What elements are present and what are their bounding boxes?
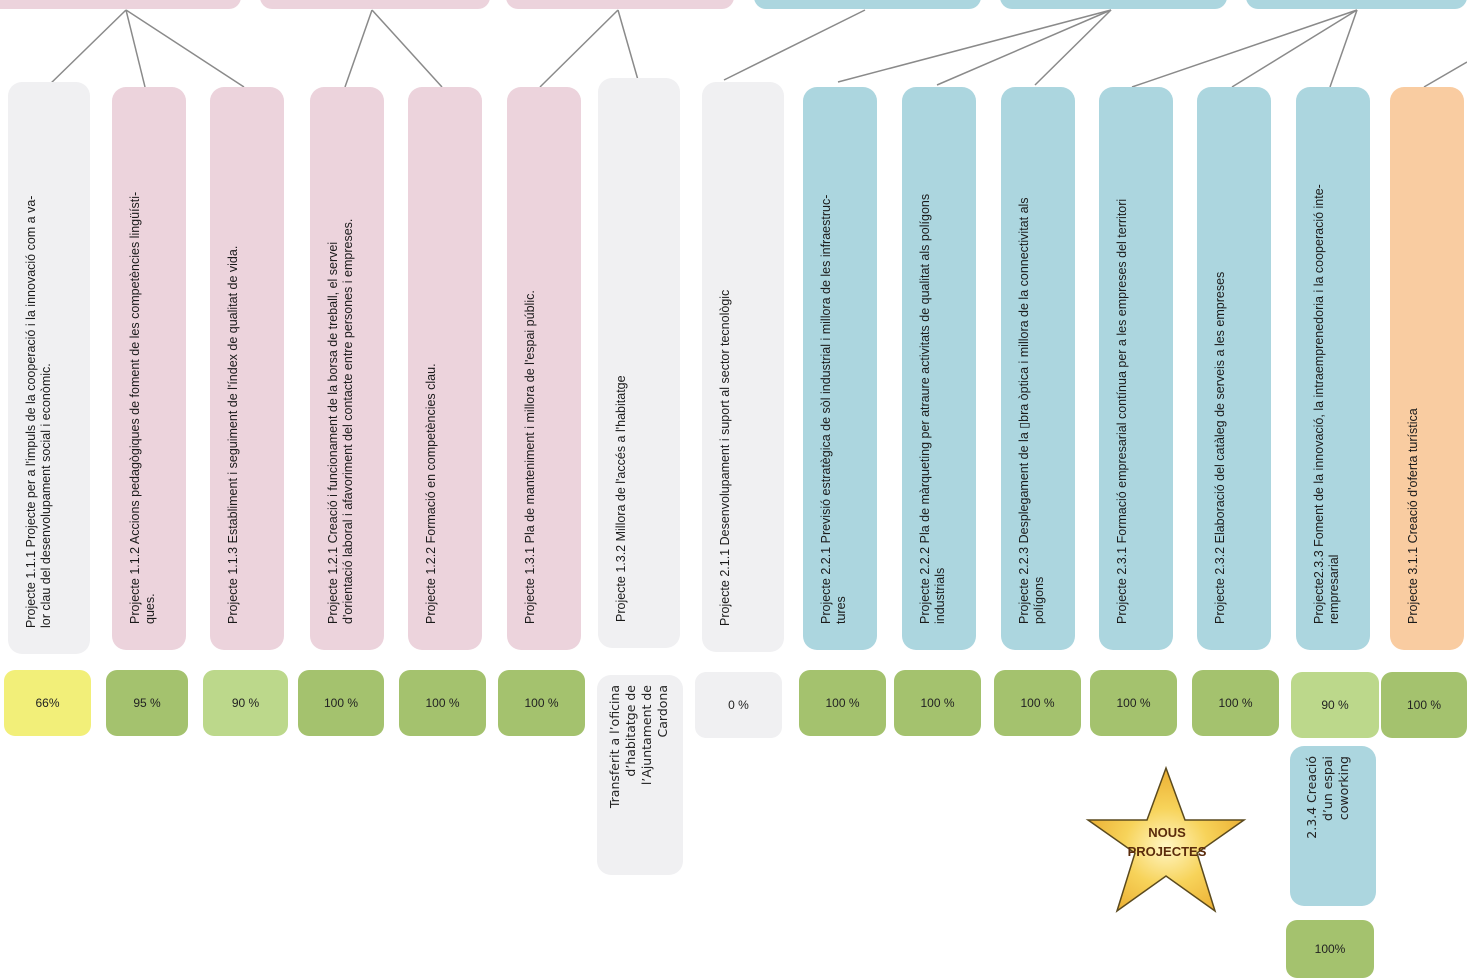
connector-line	[371, 9, 443, 88]
project-card: Projecte 1.2.1 Creació i funcionament de…	[310, 87, 384, 650]
progress-box: 0 %	[695, 672, 782, 738]
project-label: Projecte 1.3.2 Millora de l'accés a l'ha…	[614, 375, 628, 622]
project-card: Projecte 1.3.2 Millora de l'accés a l'ha…	[598, 78, 680, 648]
connector-line	[1131, 9, 1358, 88]
project-label: Projecte 2.2.2 Pla de màrqueting per atr…	[918, 193, 947, 624]
transfer-note-text: Transferit a l’oficina d’habitatge de l’…	[607, 685, 670, 809]
project-label: Projecte 2.3.1 Formació empresarial cont…	[1115, 198, 1129, 624]
project-card: Projecte 1.1.1 Projecte per a l'impuls d…	[8, 82, 90, 654]
project-label: Projecte 2.2.1 Previsió estratègica de s…	[819, 194, 848, 624]
progress-box: 100 %	[298, 670, 384, 736]
transfer-note-card: Transferit a l’oficina d’habitatge de l’…	[597, 675, 683, 875]
parent-box	[506, 0, 734, 9]
connector-line	[46, 9, 127, 88]
project-card: Projecte 2.3.1 Formació empresarial cont…	[1099, 87, 1173, 650]
project-label: Projecte 1.3.1 Pla de manteniment i mill…	[523, 290, 537, 624]
progress-box: 90 %	[1291, 672, 1379, 738]
progress-box: 100 %	[399, 670, 486, 736]
progress-box: 100 %	[1381, 672, 1467, 738]
progress-box: 66%	[4, 670, 91, 736]
connector-line	[837, 9, 1112, 83]
connector-line	[936, 9, 1112, 86]
connector-line	[125, 9, 146, 88]
connector-line	[344, 9, 373, 88]
project-label: Projecte 2.1.1 Desenvolupament i suport …	[718, 289, 732, 626]
project-label: Projecte 1.1.1 Projecte per a l'impuls d…	[24, 195, 53, 628]
project-card: Projecte 2.2.1 Previsió estratègica de s…	[803, 87, 877, 650]
star-icon	[1085, 765, 1247, 913]
project-label: Projecte 2.2.3 Desplegament de la ▯bra ò…	[1017, 197, 1046, 624]
new-projects-star-badge: NOUS PROJECTES	[1085, 765, 1247, 913]
progress-box: 100 %	[1192, 670, 1279, 736]
parent-box	[1246, 0, 1467, 9]
progress-box: 100 %	[799, 670, 886, 736]
star-text-line2: PROJECTES	[1128, 844, 1207, 859]
progress-box: 100 %	[1090, 670, 1177, 736]
project-label: Projecte 1.2.1 Creació i funcionament de…	[326, 218, 355, 624]
connector-line	[723, 9, 866, 81]
project-card: Projecte 1.1.3 Establiment i seguiment d…	[210, 87, 284, 650]
progress-box: 100 %	[994, 670, 1081, 736]
connector-line	[1329, 9, 1358, 88]
progress-box: 100 %	[894, 670, 981, 736]
new-project-progress: 100%	[1286, 920, 1374, 978]
parent-box	[260, 0, 490, 9]
project-card: Projecte 2.2.2 Pla de màrqueting per atr…	[902, 87, 976, 650]
project-label: Projecte 2.3.2 Elaboració del catàleg de…	[1213, 271, 1227, 624]
project-label: Projecte 3.1.1 Creació d'oferta turístic…	[1406, 408, 1420, 624]
project-card: Projecte2.3.3 Foment de la innovació, la…	[1296, 87, 1370, 650]
progress-box: 95 %	[106, 670, 188, 736]
project-label: Projecte 1.1.2 Accions pedagògiques de f…	[128, 191, 157, 624]
project-card: Projecte 1.3.1 Pla de manteniment i mill…	[507, 87, 581, 650]
project-label: Projecte 1.1.3 Establiment i seguiment d…	[226, 245, 240, 624]
parent-box	[0, 0, 241, 9]
project-card: Projecte 1.1.2 Accions pedagògiques de f…	[112, 87, 186, 650]
parent-box	[754, 0, 981, 9]
project-card: Projecte 2.1.1 Desenvolupament i suport …	[702, 82, 784, 652]
project-label: Projecte 1.2.2 Formació en competències …	[424, 363, 438, 624]
project-label: Projecte2.3.3 Foment de la innovació, la…	[1312, 184, 1341, 624]
parent-box	[1000, 0, 1227, 9]
project-card: Projecte 2.2.3 Desplegament de la ▯bra ò…	[1001, 87, 1075, 650]
connector-line	[1034, 9, 1112, 86]
connector-line	[617, 9, 639, 81]
connector-line	[125, 9, 245, 88]
new-project-card-coworking: 2.3.4 Creació d’un espai coworking	[1290, 746, 1376, 906]
project-card: Projecte 3.1.1 Creació d'oferta turístic…	[1390, 87, 1464, 650]
project-card: Projecte 2.3.2 Elaboració del catàleg de…	[1197, 87, 1271, 650]
connector-line	[539, 9, 619, 88]
progress-box: 100 %	[498, 670, 585, 736]
new-project-label: 2.3.4 Creació d’un espai coworking	[1304, 756, 1351, 839]
progress-box: 90 %	[203, 670, 288, 736]
star-text-line1: NOUS	[1148, 825, 1186, 840]
connector-line	[1423, 61, 1467, 88]
project-card: Projecte 1.2.2 Formació en competències …	[408, 87, 482, 650]
connector-line	[1231, 9, 1358, 88]
